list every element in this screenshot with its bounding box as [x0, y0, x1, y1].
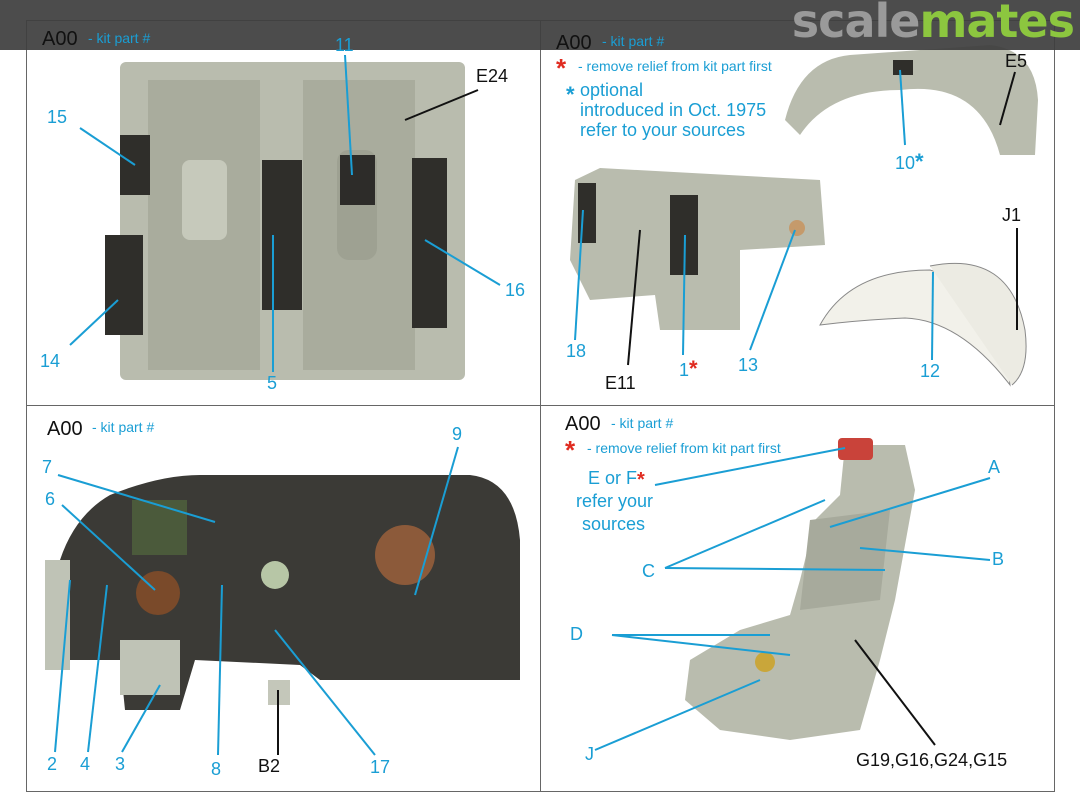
- q3-kit-label: - kit part #: [92, 419, 155, 435]
- refer-label: refer your: [576, 491, 654, 511]
- optional-line-2: introduced in Oct. 1975: [580, 100, 767, 120]
- label-14: 14: [40, 351, 61, 371]
- label-e24: E24: [476, 66, 509, 86]
- blue-asterisk-icon: *: [566, 82, 575, 107]
- e11-part: [570, 168, 825, 330]
- label-e5: E5: [1005, 51, 1028, 71]
- label-15: 15: [47, 107, 68, 127]
- e5-part: [785, 45, 1038, 155]
- label-6: 6: [45, 489, 56, 509]
- ejection-seat-part: [685, 438, 915, 740]
- label-13: 13: [738, 355, 759, 375]
- sources-label: sources: [582, 514, 646, 534]
- label-3: 3: [115, 754, 126, 774]
- label-c: C: [642, 561, 655, 581]
- label-g-parts: G19,G16,G24,G15: [856, 750, 1008, 770]
- q3-kit-code: A00: [47, 418, 83, 440]
- q4-kit-label: - kit part #: [611, 415, 674, 431]
- header-band: [0, 0, 1080, 50]
- label-7: 7: [42, 457, 53, 477]
- label-2: 2: [47, 754, 58, 774]
- cockpit-tub-part: [105, 62, 465, 380]
- label-b: B: [992, 549, 1005, 569]
- label-a: A: [988, 457, 1001, 477]
- q1-kit-code: A00: [42, 28, 78, 50]
- q2-kit-code: A00: [556, 32, 592, 54]
- divider-vertical: [540, 20, 541, 792]
- scalemates-logo: scalemates: [791, 0, 1075, 48]
- q4-kit-code: A00: [565, 413, 601, 435]
- label-17: 17: [370, 757, 391, 777]
- optional-line-3: refer to your sources: [580, 120, 746, 140]
- j1-part: [819, 262, 1027, 387]
- label-9: 9: [452, 424, 463, 444]
- divider-horizontal: [26, 405, 1055, 406]
- label-b2: B2: [258, 756, 281, 776]
- label-16: 16: [505, 280, 526, 300]
- label-d: D: [570, 624, 583, 644]
- red-asterisk-icon: *: [565, 435, 576, 465]
- red-asterisk-icon: *: [556, 53, 567, 83]
- label-e11: E11: [605, 373, 636, 393]
- label-j: J: [585, 744, 594, 764]
- label-12: 12: [920, 361, 941, 381]
- label-10: 10*: [895, 149, 924, 174]
- q1-kit-label: - kit part #: [88, 30, 151, 46]
- label-11: 11: [335, 35, 354, 55]
- label-8: 8: [211, 759, 222, 779]
- label-5: 5: [267, 373, 278, 393]
- instrument-panel-part: [45, 475, 520, 710]
- label-j1: J1: [1002, 205, 1022, 225]
- label-4: 4: [80, 754, 91, 774]
- q4-remove-note: - remove relief from kit part first: [587, 440, 781, 456]
- q2-kit-label: - kit part #: [602, 33, 665, 49]
- label-1: 1*: [679, 356, 698, 381]
- e-or-f-label: E or F*: [588, 468, 645, 491]
- q2-remove-note: - remove relief from kit part first: [578, 58, 772, 74]
- optional-line-1: optional: [580, 80, 644, 100]
- label-18: 18: [566, 341, 587, 361]
